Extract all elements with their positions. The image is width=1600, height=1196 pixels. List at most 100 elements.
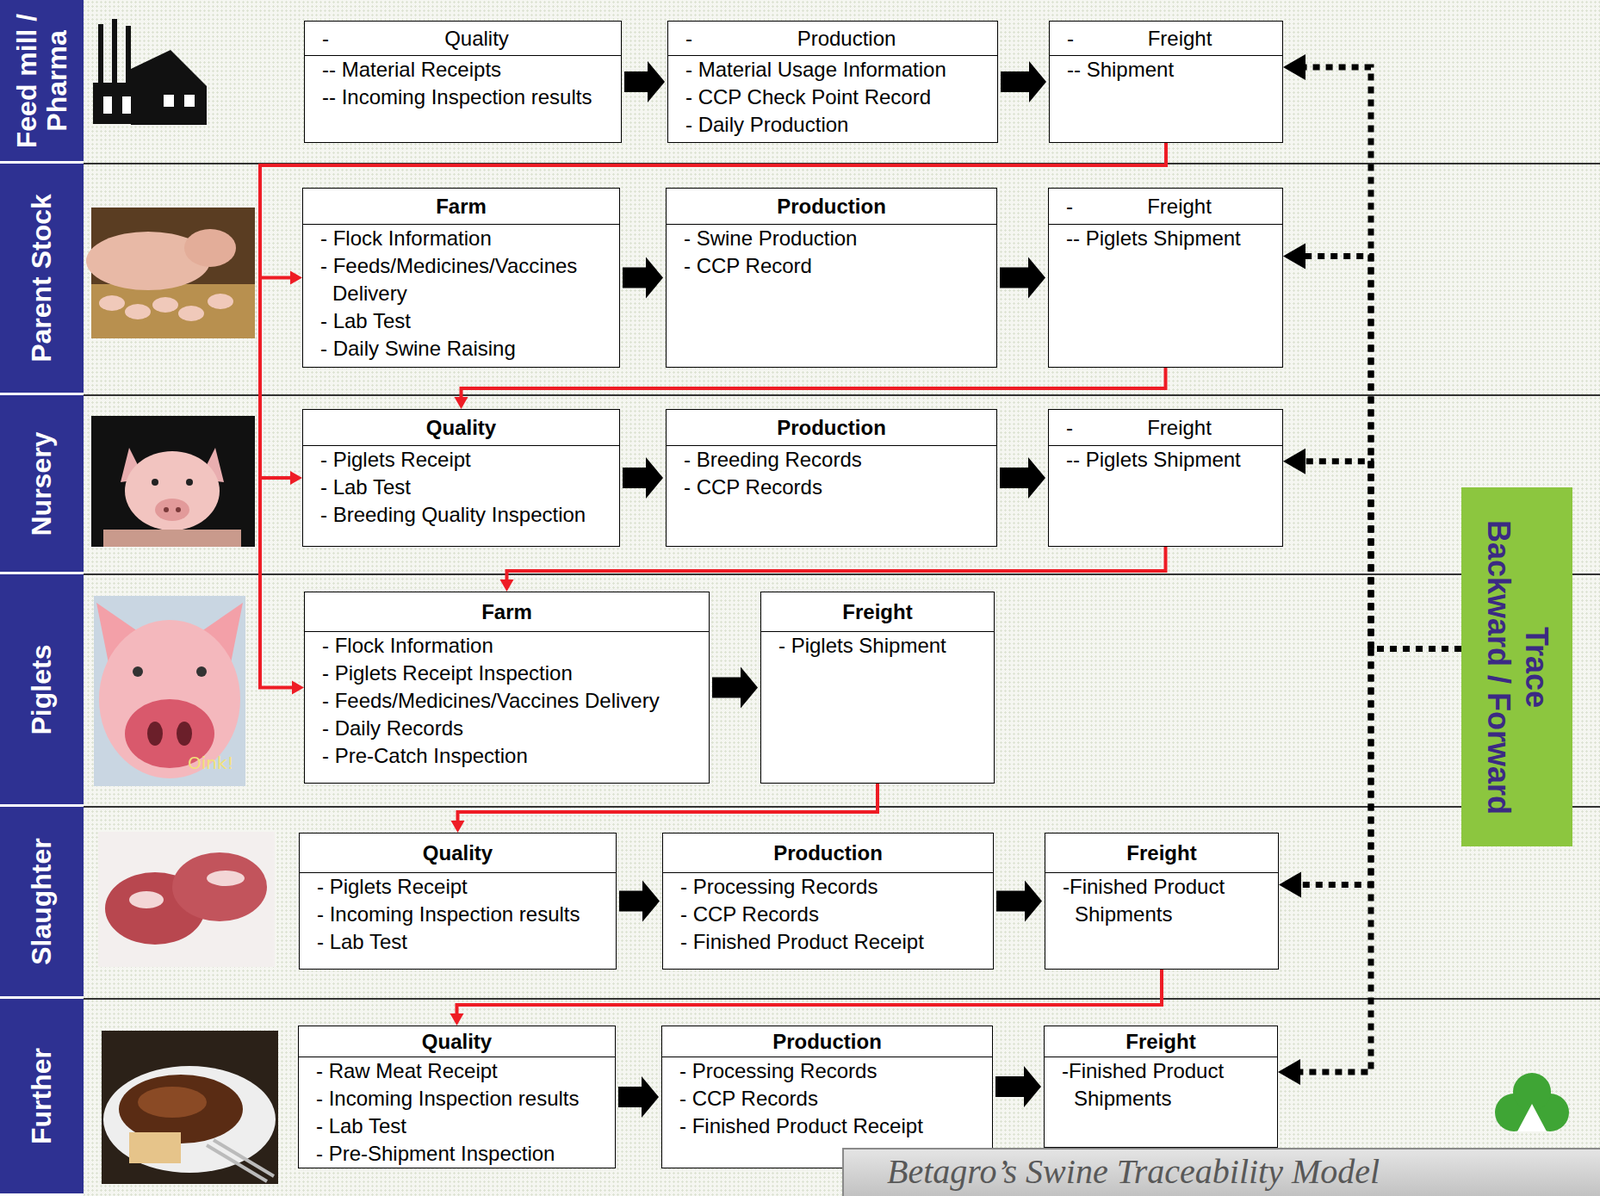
box-heading: Production (695, 26, 998, 51)
box-header: Production (666, 188, 997, 225)
box-item: - Material Usage Information (668, 55, 998, 84)
box-item: - Piglets Receipt (303, 446, 620, 474)
trace-link (1277, 649, 1462, 1086)
block-arrow (712, 667, 758, 709)
box-header: Freight (761, 592, 994, 633)
title-text: Betagro’s Swine Traceability Model (886, 1151, 1380, 1193)
connector-line (458, 783, 879, 823)
box-item: - Piglets Receipt (299, 873, 616, 901)
block-arrow-shape (712, 667, 758, 709)
dash-mark: - (322, 26, 333, 51)
block-arrow-shape (622, 257, 664, 299)
process-box: -Freight-- Shipment (1048, 20, 1284, 143)
box-header: Production (662, 1026, 993, 1058)
box-item: -- Incoming Inspection results (304, 83, 621, 112)
row-band: Feed mill / Pharma (0, 0, 84, 164)
block-arrow (999, 457, 1046, 499)
block-arrow (999, 257, 1046, 299)
box-item: - Flock Information (304, 632, 709, 660)
arrow-head (1277, 1059, 1301, 1086)
box-header: -Freight (1048, 409, 1283, 447)
photo-caption: Oink! (187, 752, 235, 774)
connector-line (1299, 649, 1462, 886)
title-banner: Betagro’s Swine Traceability Model (842, 1147, 1600, 1196)
piglet-photo (91, 415, 255, 547)
box-item: - Lab Test (298, 1112, 615, 1141)
flow-arrow (451, 783, 879, 833)
connector-line (1303, 461, 1462, 650)
box-header: Freight (1044, 1026, 1278, 1058)
box-item: - Daily Records (304, 714, 709, 743)
label-rotator: Feed mill / Pharma (11, 4, 72, 158)
process-box: Quality- Piglets Receipt- Incoming Inspe… (298, 832, 617, 970)
box-heading: Freight (1126, 841, 1197, 866)
box-item: - Flock Information (303, 224, 620, 253)
process-box: Production- Swine Production- CCP Record (665, 187, 998, 368)
box-heading: Quality (332, 26, 621, 51)
company-logo (1494, 1072, 1569, 1132)
process-box: -Production- Material Usage Information-… (667, 20, 999, 143)
block-arrow-shape (622, 457, 664, 499)
box-header: Quality (303, 409, 620, 447)
process-box: Farm- Flock Information- Piglets Receipt… (303, 591, 710, 784)
process-box: Quality- Piglets Receipt- Lab Test- Bree… (302, 409, 621, 547)
box-item: - Pre-Shipment Inspection (298, 1140, 615, 1168)
box-header: Quality (299, 833, 616, 874)
arrow-head (1278, 871, 1302, 898)
row-band: Further (0, 998, 84, 1196)
trace-link (1283, 54, 1462, 650)
box-heading: Production (772, 1029, 882, 1055)
box-item: - CCP Records (666, 473, 997, 502)
box-header: Freight (1045, 833, 1278, 874)
box-item: - Piglets Shipment (761, 632, 994, 660)
process-box: Freight -Finished Product Shipments (1044, 832, 1279, 970)
box-item: - Lab Test (303, 473, 620, 502)
box-item: - Daily Swine Raising (303, 334, 620, 363)
block-arrow-shape (624, 61, 665, 103)
block-arrow-shape (999, 257, 1046, 299)
box-item: - Raw Meat Receipt (298, 1057, 615, 1086)
process-box: Quality- Raw Meat Receipt- Incoming Insp… (297, 1025, 616, 1169)
box-item: -Finished Product Shipments (1045, 873, 1278, 929)
block-arrow (996, 880, 1042, 923)
arrow-head (290, 271, 303, 286)
raw-meat-photo (98, 831, 275, 968)
box-item: - Lab Test (299, 928, 616, 956)
label-rotator: TraceBackward / Forward (1479, 496, 1556, 838)
box-item: - Swine Production (666, 224, 997, 253)
row-band: Nursery (0, 395, 84, 575)
box-item: - CCP Records (663, 900, 993, 929)
box-item: -- Shipment (1049, 55, 1283, 84)
trace-link (1283, 242, 1462, 649)
box-heading: Quality (422, 841, 493, 866)
block-arrow-shape (996, 880, 1042, 923)
row-label: Slaughter (26, 811, 57, 993)
box-item: - Processing Records (662, 1057, 993, 1086)
box-heading: Freight (1125, 1029, 1196, 1055)
box-header: Production (666, 409, 997, 447)
block-arrow (624, 61, 665, 103)
box-heading: Freight (1077, 26, 1283, 51)
dash-mark: - (1066, 415, 1077, 441)
box-header: Production (663, 833, 993, 874)
trace-label: Trace (1517, 496, 1556, 838)
arrow-head (1283, 242, 1306, 269)
flow-arrow (450, 969, 1163, 1026)
box-header: Farm (304, 592, 709, 633)
block-arrow-shape (619, 880, 660, 923)
box-heading: Production (776, 194, 887, 219)
box-item: - Pre-Catch Inspection (304, 742, 709, 770)
block-arrow (1000, 61, 1047, 103)
trace-link (1283, 448, 1462, 650)
arrow-head (500, 579, 515, 592)
row-label: Further (26, 1003, 57, 1191)
block-arrow-shape (999, 457, 1046, 499)
trace-label: Backward / Forward (1479, 496, 1518, 838)
block-arrow (622, 457, 664, 499)
box-item: -Finished Product Shipments (1044, 1057, 1278, 1113)
box-item: - CCP Records (662, 1085, 993, 1113)
label-rotator: Nursery (26, 399, 57, 569)
box-header: -Production (668, 21, 998, 56)
block-arrow-shape (995, 1066, 1042, 1108)
box-heading: Freight (1076, 415, 1283, 441)
